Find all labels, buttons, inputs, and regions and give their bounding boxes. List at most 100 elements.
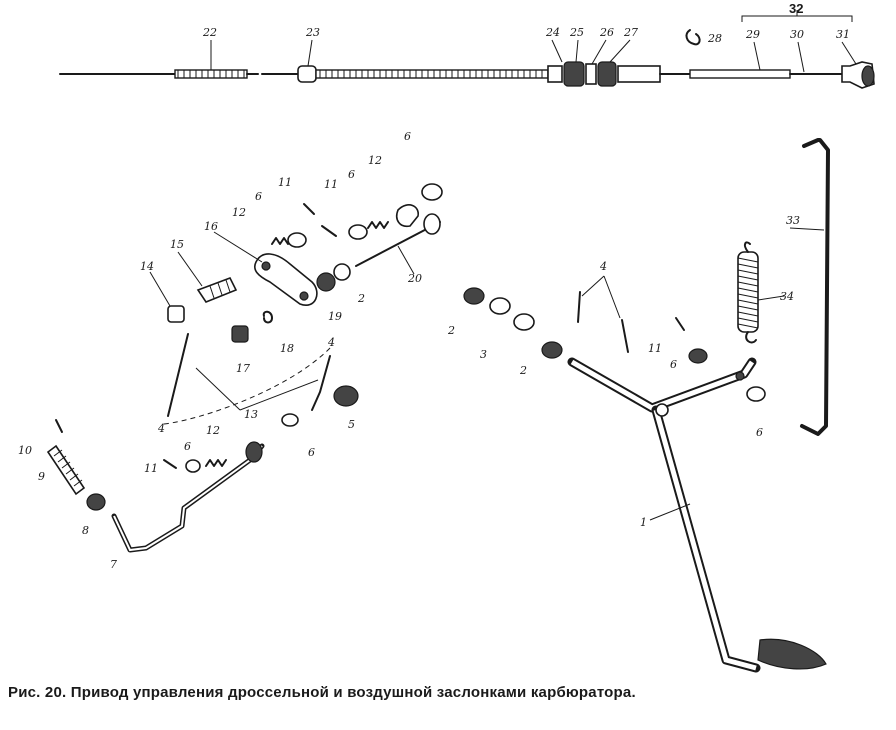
callout-29: 29 xyxy=(745,28,760,41)
callout-23: 23 xyxy=(305,26,320,39)
callout-30: 30 xyxy=(790,28,804,41)
bushing xyxy=(333,385,359,407)
washer xyxy=(348,224,368,240)
callout-34: 34 xyxy=(780,290,794,303)
callout-24: 24 xyxy=(545,26,560,39)
callout-2: 2 xyxy=(519,364,527,377)
connecting-rod xyxy=(167,333,189,417)
callout-6: 6 xyxy=(404,130,411,143)
washer xyxy=(513,313,535,331)
callout-15: 15 xyxy=(170,238,184,251)
washer xyxy=(287,232,307,248)
callout-11: 11 xyxy=(648,342,662,355)
callout-4: 4 xyxy=(327,336,335,349)
callout-20: 20 xyxy=(407,272,422,285)
washer xyxy=(185,459,201,473)
connecting-rod-long xyxy=(800,138,830,436)
cotter-pin xyxy=(163,459,177,469)
washer xyxy=(489,297,511,315)
callout-7: 7 xyxy=(110,558,117,571)
washer xyxy=(746,386,766,402)
callout-19: 19 xyxy=(328,310,342,323)
callout-5: 5 xyxy=(348,418,355,431)
callout-6: 6 xyxy=(756,426,763,439)
callout-12: 12 xyxy=(206,424,220,437)
leader-lines xyxy=(149,39,857,521)
shaft-lever-arm xyxy=(395,204,419,228)
callout-28: 28 xyxy=(707,32,722,45)
callout-10: 10 xyxy=(18,444,32,457)
callout-12: 12 xyxy=(232,206,246,219)
cotter-pin-clip xyxy=(685,29,701,46)
callout-4: 4 xyxy=(599,260,607,273)
callout-9: 9 xyxy=(38,470,45,483)
callout-6: 6 xyxy=(670,358,677,371)
washer xyxy=(333,263,351,281)
figure-caption: Рис. 20. Привод управления дроссельной и… xyxy=(8,684,636,701)
nut xyxy=(231,325,249,343)
callout-16: 16 xyxy=(204,220,218,233)
return-spring xyxy=(46,444,86,496)
nut xyxy=(316,272,336,292)
spring-clip xyxy=(262,310,273,324)
callout-6: 6 xyxy=(184,440,191,453)
callout-27: 27 xyxy=(623,26,638,39)
washer xyxy=(86,493,106,511)
callout-11: 11 xyxy=(324,178,338,191)
callout-2: 2 xyxy=(357,292,365,305)
sheath-bushing xyxy=(547,65,563,83)
callout-33: 33 xyxy=(786,214,800,227)
pin xyxy=(621,319,629,353)
sheath-end-nut xyxy=(297,65,317,83)
cotter-pin xyxy=(303,203,315,215)
cable-sheath xyxy=(315,69,549,79)
pin xyxy=(577,291,581,323)
sheath-tip xyxy=(617,65,661,83)
callout-11: 11 xyxy=(278,176,292,189)
washer xyxy=(463,287,485,305)
pedal-pad xyxy=(757,638,827,670)
callout-26: 26 xyxy=(599,26,614,39)
sheath-nut xyxy=(563,61,585,87)
pin xyxy=(55,419,63,433)
connecting-rod-bent xyxy=(311,355,331,411)
accelerator-pedal-arm xyxy=(653,409,757,671)
callout-25: 25 xyxy=(569,26,584,39)
callout-17: 17 xyxy=(236,362,250,375)
washer xyxy=(585,63,597,85)
callout-2: 2 xyxy=(447,324,455,337)
washer xyxy=(541,341,563,359)
callout-3: 3 xyxy=(480,348,487,361)
cotter-pin xyxy=(321,225,337,237)
callout-22: 22 xyxy=(202,26,217,39)
cable-assembly xyxy=(59,10,875,89)
callout-32-group: 32 xyxy=(789,1,803,16)
callout-1: 1 xyxy=(640,516,647,529)
lock-nut xyxy=(597,61,617,87)
callout-labels: 1 2 2 2 3 4 4 4 5 6 6 6 6 6 6 6 7 8 9 10… xyxy=(18,1,850,571)
spring-small-upper xyxy=(367,221,389,229)
callout-6: 6 xyxy=(255,190,262,203)
callout-31: 31 xyxy=(836,28,850,41)
callout-12: 12 xyxy=(368,154,382,167)
callout-13: 13 xyxy=(244,408,258,421)
throttle-linkage-group xyxy=(46,183,443,553)
washer xyxy=(688,348,708,364)
cotter-pin xyxy=(675,317,685,331)
callout-18: 18 xyxy=(280,342,294,355)
pull-rod xyxy=(689,69,791,79)
cable-core-threaded-end xyxy=(174,69,248,79)
bolt xyxy=(167,305,185,323)
group-bracket xyxy=(741,15,853,22)
callout-6: 6 xyxy=(348,168,355,181)
callout-14: 14 xyxy=(140,260,154,273)
callout-11: 11 xyxy=(144,462,158,475)
callout-6: 6 xyxy=(308,446,315,459)
washer xyxy=(281,413,299,427)
pedal-group xyxy=(463,138,830,673)
callout-4: 4 xyxy=(157,422,165,435)
spring-small-lower xyxy=(205,459,227,467)
threaded-fitting xyxy=(196,276,238,303)
callout-8: 8 xyxy=(82,524,89,537)
